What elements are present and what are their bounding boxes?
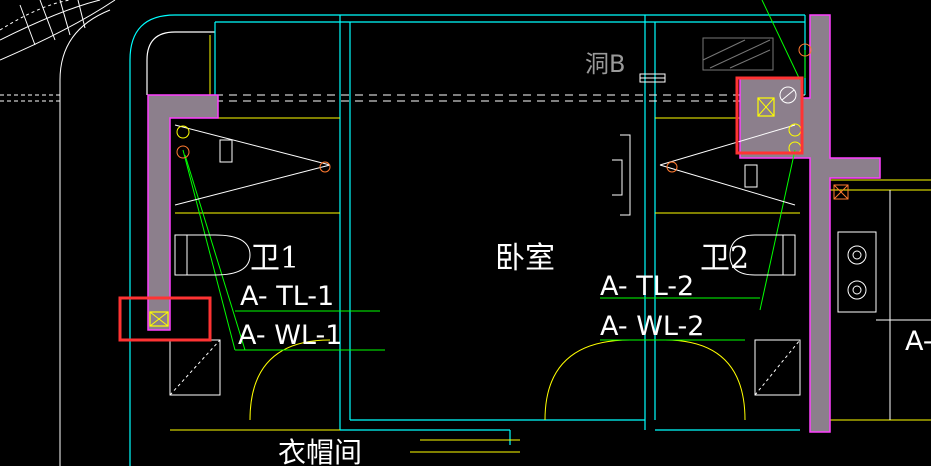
pipe-label-wl-1: A- WL-1 [238,320,342,351]
valve-icon [176,145,190,159]
highlight-box-left[interactable] [118,296,212,342]
room-label-cloakroom: 衣帽间 [278,436,362,466]
room-label-bath-1: 卫1 [250,241,299,276]
fixtures [169,124,931,420]
highlight-box-right[interactable] [735,76,804,155]
sink-right [754,339,801,396]
pipe-label-tl-2: A- TL-2 [600,271,694,302]
dashed-reference-lines [215,94,805,102]
valve-icon [833,184,849,200]
room-label-bath-2: 卫2 [700,241,749,276]
toilet-right [729,234,796,276]
ghost-lines [702,37,774,71]
toilet-left [174,234,251,276]
room-label-bedroom: 卧室 [495,241,555,276]
pipe-label-wl-2: A- WL-2 [600,311,704,342]
shaft-label: 洞B [585,50,625,78]
pipe-label-tl-1: A- TL-1 [240,281,334,312]
grid-lines [214,14,806,445]
curved-wall-lines [0,9,215,466]
pipe-label-edge: A- [905,326,931,357]
valve-icon [666,161,678,173]
valve-symbols [176,43,849,200]
valve-icon [319,161,331,173]
pipe-lines [182,0,806,351]
valve-icon [149,311,169,327]
valve-icon [757,97,775,117]
wall-left [147,94,219,331]
valve-icon [798,43,812,57]
staircase-arcs [0,0,116,61]
stove-icon [837,231,877,313]
valve-icon [176,125,190,139]
